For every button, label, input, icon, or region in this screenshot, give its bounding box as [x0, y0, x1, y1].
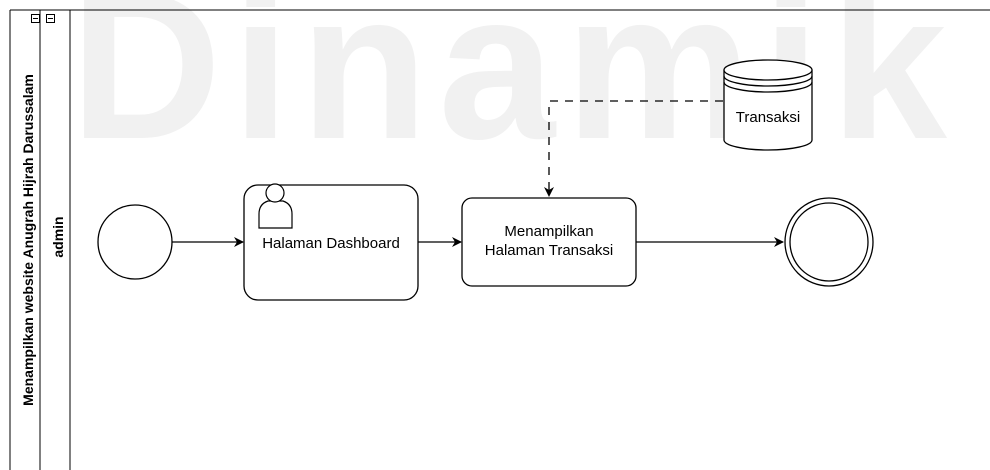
datastore-label: Transaksi — [735, 108, 801, 126]
task-label-halaman-dashboard: Halaman Dashboard — [262, 234, 400, 252]
pool-border — [9, 9, 990, 470]
user-icon — [258, 183, 293, 229]
datastore-transaksi[interactable] — [723, 59, 813, 151]
task-label-menampilkan: Menampilkan Halaman Transaksi — [462, 219, 636, 263]
lane-collapse-button[interactable] — [46, 14, 55, 23]
task-label-line1: Menampilkan — [504, 223, 594, 240]
data-association-transaksi[interactable] — [544, 100, 723, 197]
lane-label: admin — [50, 216, 66, 258]
pool-label: Menampilkan website Anugrah Hijrah Darus… — [20, 74, 36, 406]
pool-collapse-button[interactable] — [31, 14, 40, 23]
task-label-line2: Halaman Transaksi — [484, 242, 614, 259]
end-event[interactable] — [784, 197, 874, 287]
start-event[interactable] — [97, 204, 173, 280]
